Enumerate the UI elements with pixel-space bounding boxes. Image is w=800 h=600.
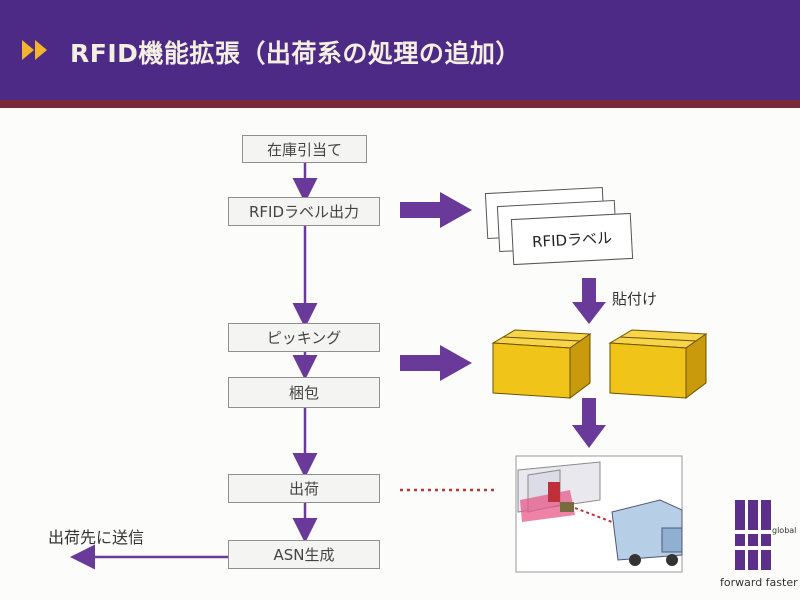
cardboard-box-1 [491, 329, 592, 399]
attach-label: 貼付け [612, 290, 658, 308]
arrow-to-labels [400, 192, 472, 228]
arrow-to-boxes [400, 345, 472, 381]
slide-title: RFID機能拡張（出荷系の処理の追加） [70, 39, 521, 68]
step-packing: 梱包 [228, 377, 380, 408]
header-bar [0, 0, 800, 100]
step-inventory-allocation: 在庫引当て [242, 135, 367, 163]
logo-badge: global [772, 526, 797, 535]
send-to-destination-label: 出荷先に送信 [48, 528, 145, 547]
cardboard-box-2 [608, 329, 708, 399]
double-chevron-icon [22, 40, 47, 60]
header-border [0, 100, 800, 108]
logo-tagline: forward faster [720, 576, 798, 589]
arrow-ship-down [572, 398, 606, 448]
step-rfid-label-output: RFIDラベル出力 [228, 197, 380, 226]
arrow-attach-down [572, 278, 606, 324]
step-picking: ピッキング [228, 323, 380, 352]
step-asn-generation: ASN生成 [228, 540, 380, 569]
step-shipping: 出荷 [228, 474, 380, 503]
